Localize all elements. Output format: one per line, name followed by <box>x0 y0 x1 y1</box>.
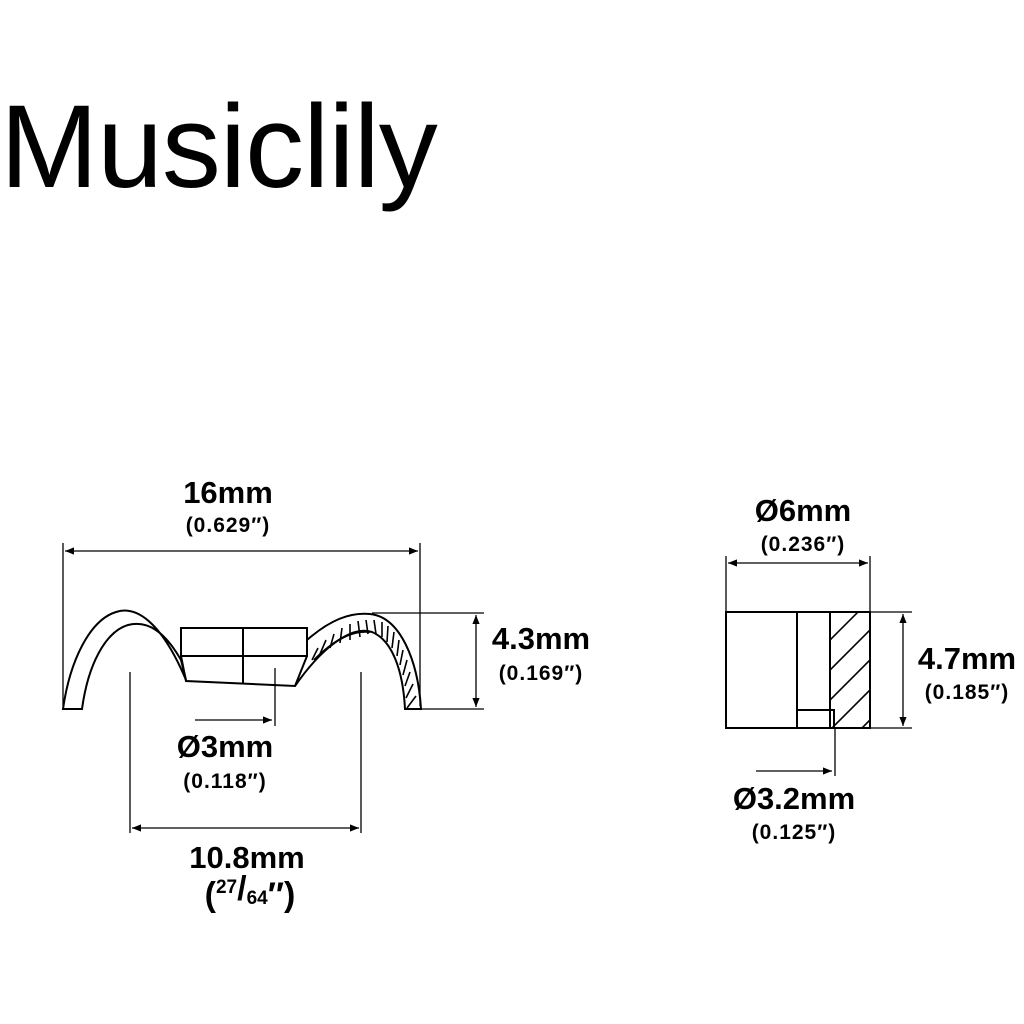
saddle-right-arch-outer <box>294 612 423 710</box>
spacer-bore-step <box>796 709 835 729</box>
spacer-bore-label: Ø3.2mm <box>733 781 855 816</box>
saddle-hole-inch-label: (0.118″) <box>183 770 266 793</box>
spacer-bore-inch-label: (0.125″) <box>752 821 837 844</box>
saddle-hatching <box>311 619 417 709</box>
saddle-hole-label: Ø3mm <box>177 729 273 764</box>
spacer-hatching <box>830 612 870 728</box>
saddle-drawing <box>61 609 423 710</box>
saddle-height-inch-label: (0.169″) <box>499 662 584 685</box>
spacer-diameter-inch-label: (0.236″) <box>761 533 846 556</box>
spacer-diameter-label: Ø6mm <box>755 493 851 528</box>
spacer-drawing <box>725 611 871 729</box>
saddle-height-label: 4.3mm <box>492 621 590 656</box>
spacer-height-inch-label: (0.185″) <box>925 681 1010 704</box>
saddle-width-label: 16mm <box>183 475 273 510</box>
saddle-right-arch-inner <box>313 630 371 661</box>
brand-title: Musiclily <box>0 81 438 213</box>
saddle-span-fraction-label: (27/64″) <box>205 870 296 914</box>
spacer-dimensions <box>725 556 912 776</box>
saddle-dimensions <box>62 543 484 833</box>
saddle-left-arch <box>61 609 187 710</box>
saddle-base <box>180 655 308 688</box>
saddle-span-label: 10.8mm <box>189 840 304 875</box>
saddle-width-inch-label: (0.629″) <box>186 514 271 537</box>
spacer-height-label: 4.7mm <box>918 641 1016 676</box>
